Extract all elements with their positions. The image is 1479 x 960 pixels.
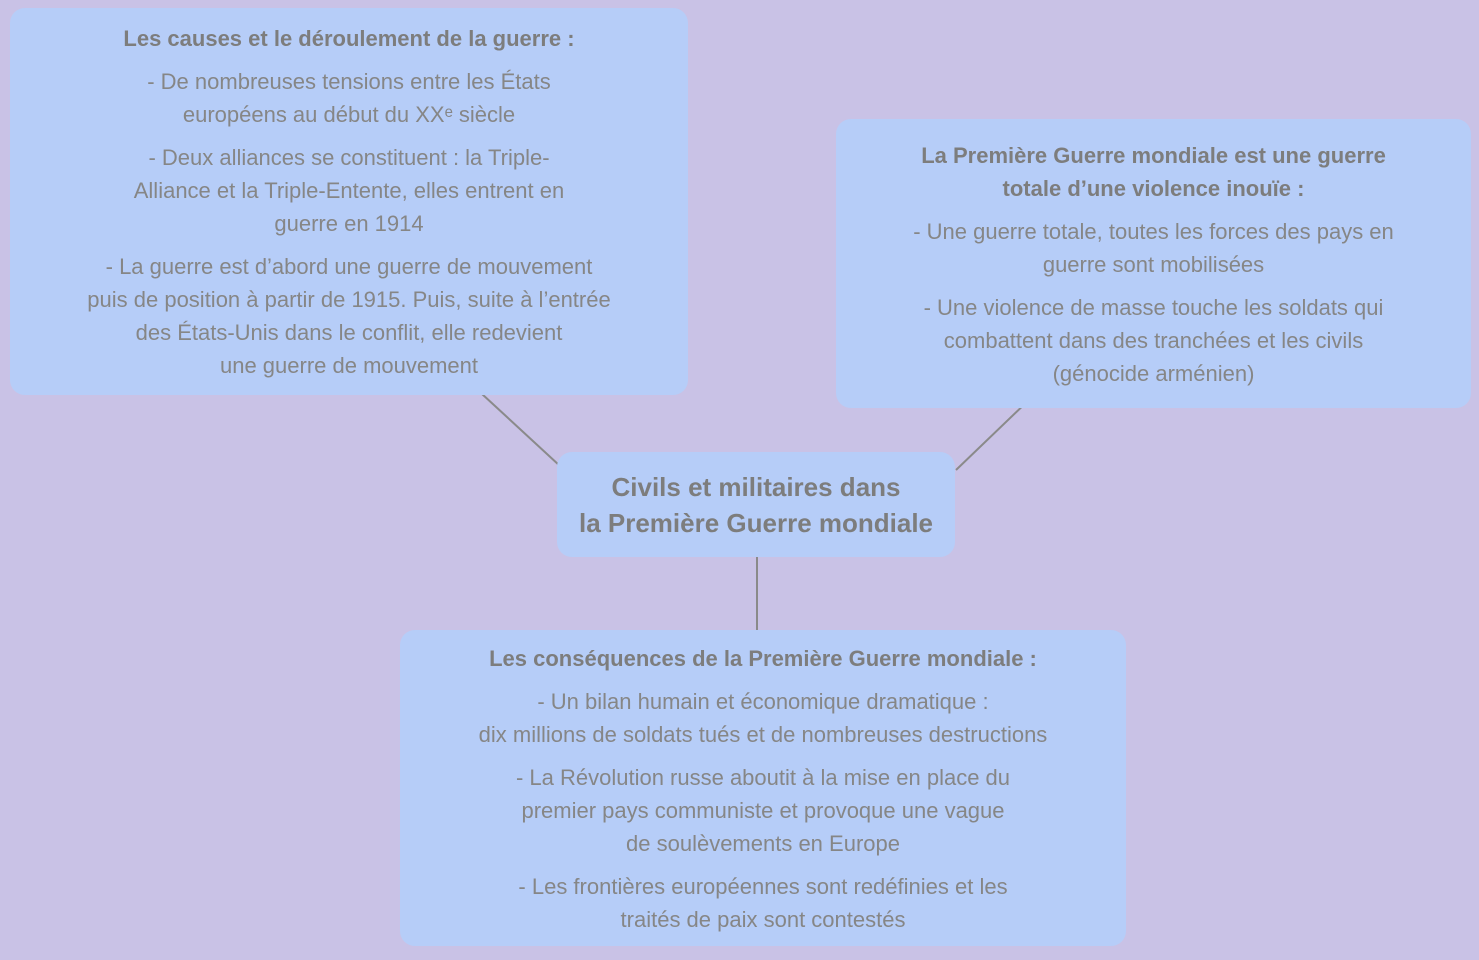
- node-causes-item: - La guerre est d’abord une guerre de mo…: [87, 254, 611, 378]
- node-total-war-title: La Première Guerre mondiale est une guer…: [921, 143, 1386, 201]
- node-center-topic: Civils et militaires dans la Première Gu…: [557, 452, 955, 557]
- node-total-war-item: - Une violence de masse touche les solda…: [923, 295, 1384, 386]
- node-causes-item: - De nombreuses tensions entre les États…: [147, 69, 551, 127]
- node-causes-title: Les causes et le déroulement de la guerr…: [123, 26, 575, 51]
- node-total-war: La Première Guerre mondiale est une guer…: [836, 119, 1471, 408]
- node-consequences-item: - Les frontières européennes sont redéfi…: [518, 874, 1008, 932]
- node-causes: Les causes et le déroulement de la guerr…: [10, 8, 688, 395]
- node-consequences: Les conséquences de la Première Guerre m…: [400, 630, 1126, 946]
- node-consequences-title: Les conséquences de la Première Guerre m…: [489, 646, 1037, 671]
- node-consequences-item: - Un bilan humain et économique dramatiq…: [478, 689, 1048, 747]
- node-causes-item: - Deux alliances se constituent : la Tri…: [133, 145, 565, 236]
- node-consequences-item: - La Révolution russe aboutit à la mise …: [515, 765, 1011, 856]
- node-total-war-item: - Une guerre totale, toutes les forces d…: [913, 219, 1394, 277]
- connector-causes-to-center: [481, 393, 561, 467]
